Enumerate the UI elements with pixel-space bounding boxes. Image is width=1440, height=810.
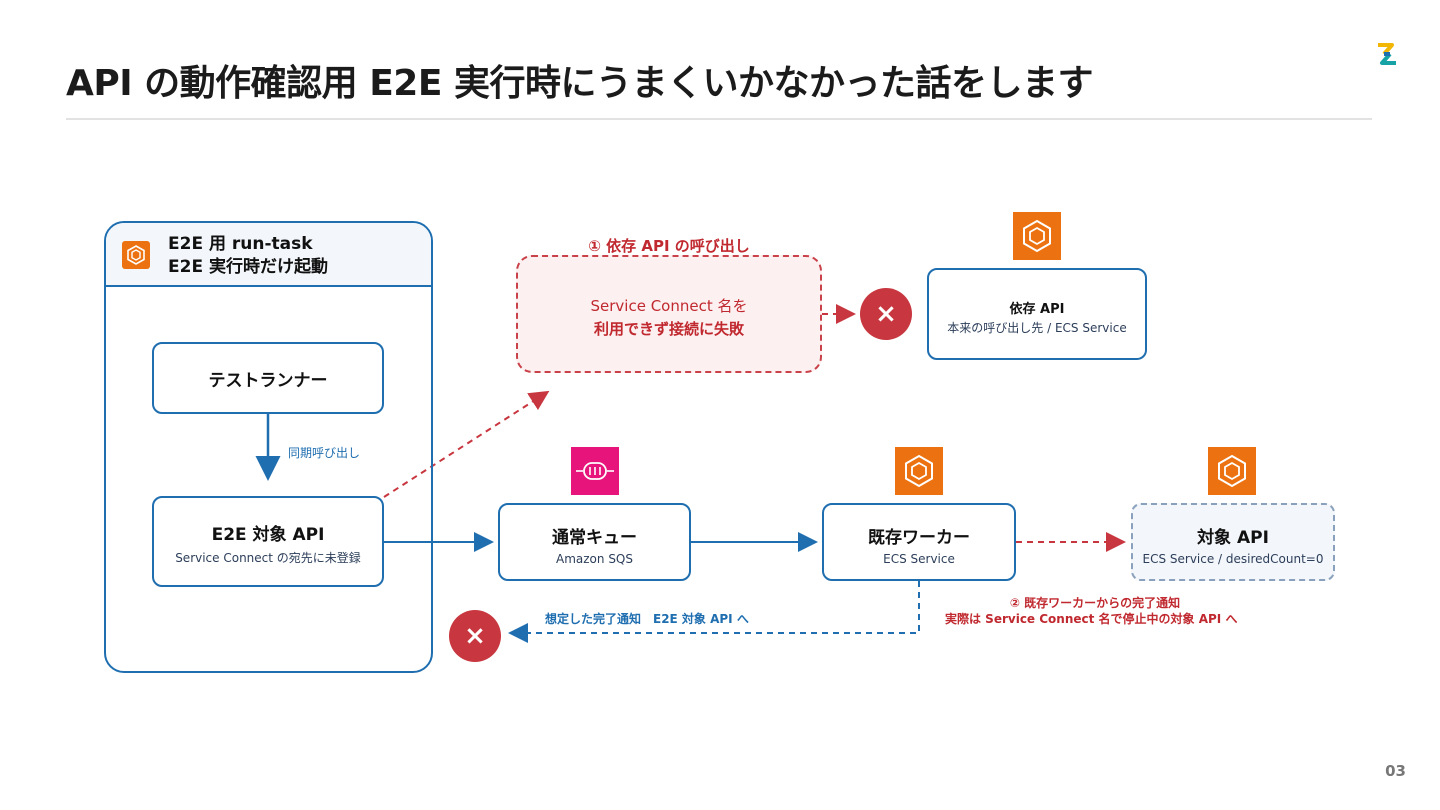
- dependency-api-label: 依存 API: [1009, 302, 1065, 317]
- ecs-icon: [895, 447, 943, 495]
- queue-sub: Amazon SQS: [556, 552, 633, 566]
- target-api-sub: ECS Service / desiredCount=0: [1142, 552, 1324, 566]
- page-number: 03: [1385, 762, 1406, 780]
- sqs-icon: [571, 447, 619, 495]
- ecs-icon: [1013, 212, 1061, 260]
- run-task-title: E2E 用 run-task E2E 実行時だけ起動: [168, 233, 328, 279]
- e2e-api-node: E2E 対象 API Service Connect の宛先に未登録: [152, 496, 384, 587]
- e2e-api-label: E2E 対象 API: [211, 525, 325, 545]
- failure-step1-line2: 利用できず接続に失敗: [593, 320, 744, 338]
- logo-icon: [1378, 43, 1396, 65]
- expected-notice-label: 想定した完了通知 E2E 対象 API へ: [545, 612, 749, 626]
- queue-label: 通常キュー: [552, 528, 637, 548]
- failure-step1-label: ① 依存 API の呼び出し: [588, 237, 750, 255]
- failure-step1-line1: Service Connect 名を: [590, 297, 748, 315]
- ecs-icon: [122, 241, 150, 269]
- test-runner-node: テストランナー: [152, 342, 384, 414]
- run-task-line1: E2E 用 run-task: [168, 234, 313, 254]
- failure-step1-box: Service Connect 名を 利用できず接続に失敗: [516, 255, 822, 373]
- worker-node: 既存ワーカー ECS Service: [822, 503, 1016, 581]
- e2e-api-sub: Service Connect の宛先に未登録: [175, 551, 361, 565]
- queue-node: 通常キュー Amazon SQS: [498, 503, 691, 581]
- failure-step2-line2: 実際は Service Connect 名で停止中の対象 API へ: [945, 612, 1238, 626]
- fail-x-icon: ×: [860, 288, 912, 340]
- sync-call-label: 同期呼び出し: [288, 446, 361, 460]
- test-runner-label: テストランナー: [208, 371, 328, 391]
- worker-sub: ECS Service: [883, 552, 955, 566]
- arrow-expected-notice: [508, 581, 920, 643]
- target-api-node: 対象 API ECS Service / desiredCount=0: [1131, 503, 1335, 581]
- run-task-container: E2E 用 run-task E2E 実行時だけ起動: [104, 221, 433, 673]
- run-task-line2: E2E 実行時だけ起動: [168, 257, 328, 277]
- title-divider: [66, 118, 1372, 120]
- target-api-label: 対象 API: [1197, 528, 1269, 548]
- worker-label: 既存ワーカー: [868, 528, 970, 548]
- dependency-api-node: 依存 API 本来の呼び出し先 / ECS Service: [927, 268, 1147, 360]
- dependency-api-sub: 本来の呼び出し先 / ECS Service: [947, 321, 1127, 335]
- ecs-icon: [1208, 447, 1256, 495]
- run-task-header: E2E 用 run-task E2E 実行時だけ起動: [106, 223, 431, 287]
- fail-x-icon: ×: [449, 610, 501, 662]
- failure-step2-line1: ② 既存ワーカーからの完了通知: [1009, 596, 1181, 610]
- page-title: API の動作確認用 E2E 実行時にうまくいかなかった話をします: [66, 63, 1093, 104]
